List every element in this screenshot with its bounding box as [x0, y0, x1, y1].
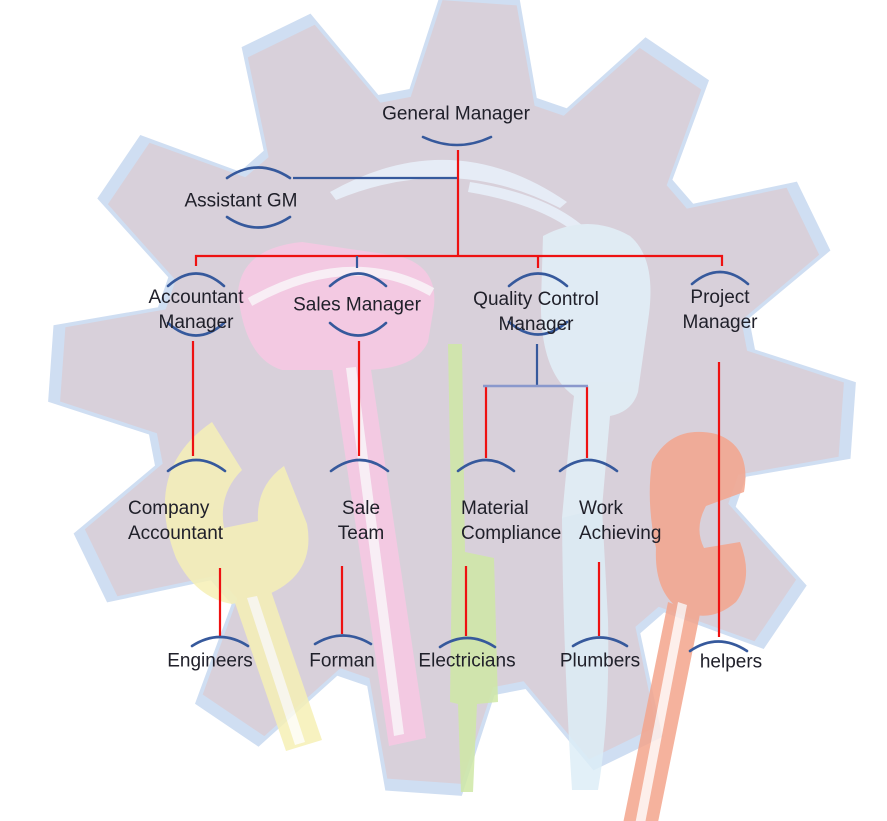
adjustable-wrench-highlight [635, 602, 687, 821]
hammer-head-highlight [247, 266, 435, 306]
highlight-swoosh-small [468, 182, 597, 245]
highlight-swoosh [330, 159, 567, 208]
node-project-manager: Project Manager [682, 287, 758, 333]
arc-sales-manager-top [328, 272, 388, 288]
arc-quality-control-bottom [507, 320, 569, 336]
screwdriver-shape [448, 344, 498, 792]
arc-sales-manager-bottom [328, 321, 388, 337]
node-material-compliance: Material Compliance [461, 498, 562, 544]
open-wrench-head-shape [164, 422, 309, 604]
node-engineers: Engineers [167, 650, 253, 672]
arc-accountant-manager-bottom [166, 321, 226, 337]
node-general-manager: General Manager [382, 103, 530, 125]
arc-general-manager-bottom [421, 135, 493, 147]
open-wrench-handle-highlight [247, 596, 305, 745]
node-work-achieving: Work Achieving [579, 498, 662, 544]
arc-company-accountant [166, 458, 227, 473]
arc-quality-control-top [507, 272, 569, 288]
node-helpers: helpers [699, 651, 763, 673]
arc-electricians [438, 636, 497, 649]
arc-accountant-manager-top [166, 272, 226, 288]
arc-sale-team [329, 458, 390, 473]
node-assistant-gm: Assistant GM [184, 190, 298, 212]
arc-work-achieving [558, 458, 619, 473]
arc-assistant-gm-bottom [225, 215, 292, 229]
node-electricians: Electricians [418, 650, 516, 672]
adjustable-wrench-head-shape [649, 431, 747, 616]
node-sales-manager: Sales Manager [293, 294, 421, 316]
node-company-accountant: Company Accountant [128, 498, 224, 544]
pipe-wrench-head-shape [540, 224, 651, 520]
arc-assistant-gm-top [225, 166, 292, 180]
arc-project-manager-top [690, 270, 750, 286]
arc-plumbers [571, 636, 629, 648]
arc-forman [313, 634, 373, 646]
arc-helpers [688, 640, 749, 653]
node-quality-control-manager: Quality Control Manager [473, 289, 599, 335]
arc-engineers [190, 635, 250, 648]
node-plumbers: Plumbers [559, 650, 641, 672]
arc-material-compliance [456, 458, 516, 473]
pipe-wrench-handle-shape [562, 508, 609, 790]
node-accountant-manager: Accountant Manager [148, 287, 244, 333]
node-forman: Forman [309, 650, 375, 672]
line-managers-rail [194, 254, 724, 266]
node-sale-team: Sale Team [337, 498, 385, 544]
